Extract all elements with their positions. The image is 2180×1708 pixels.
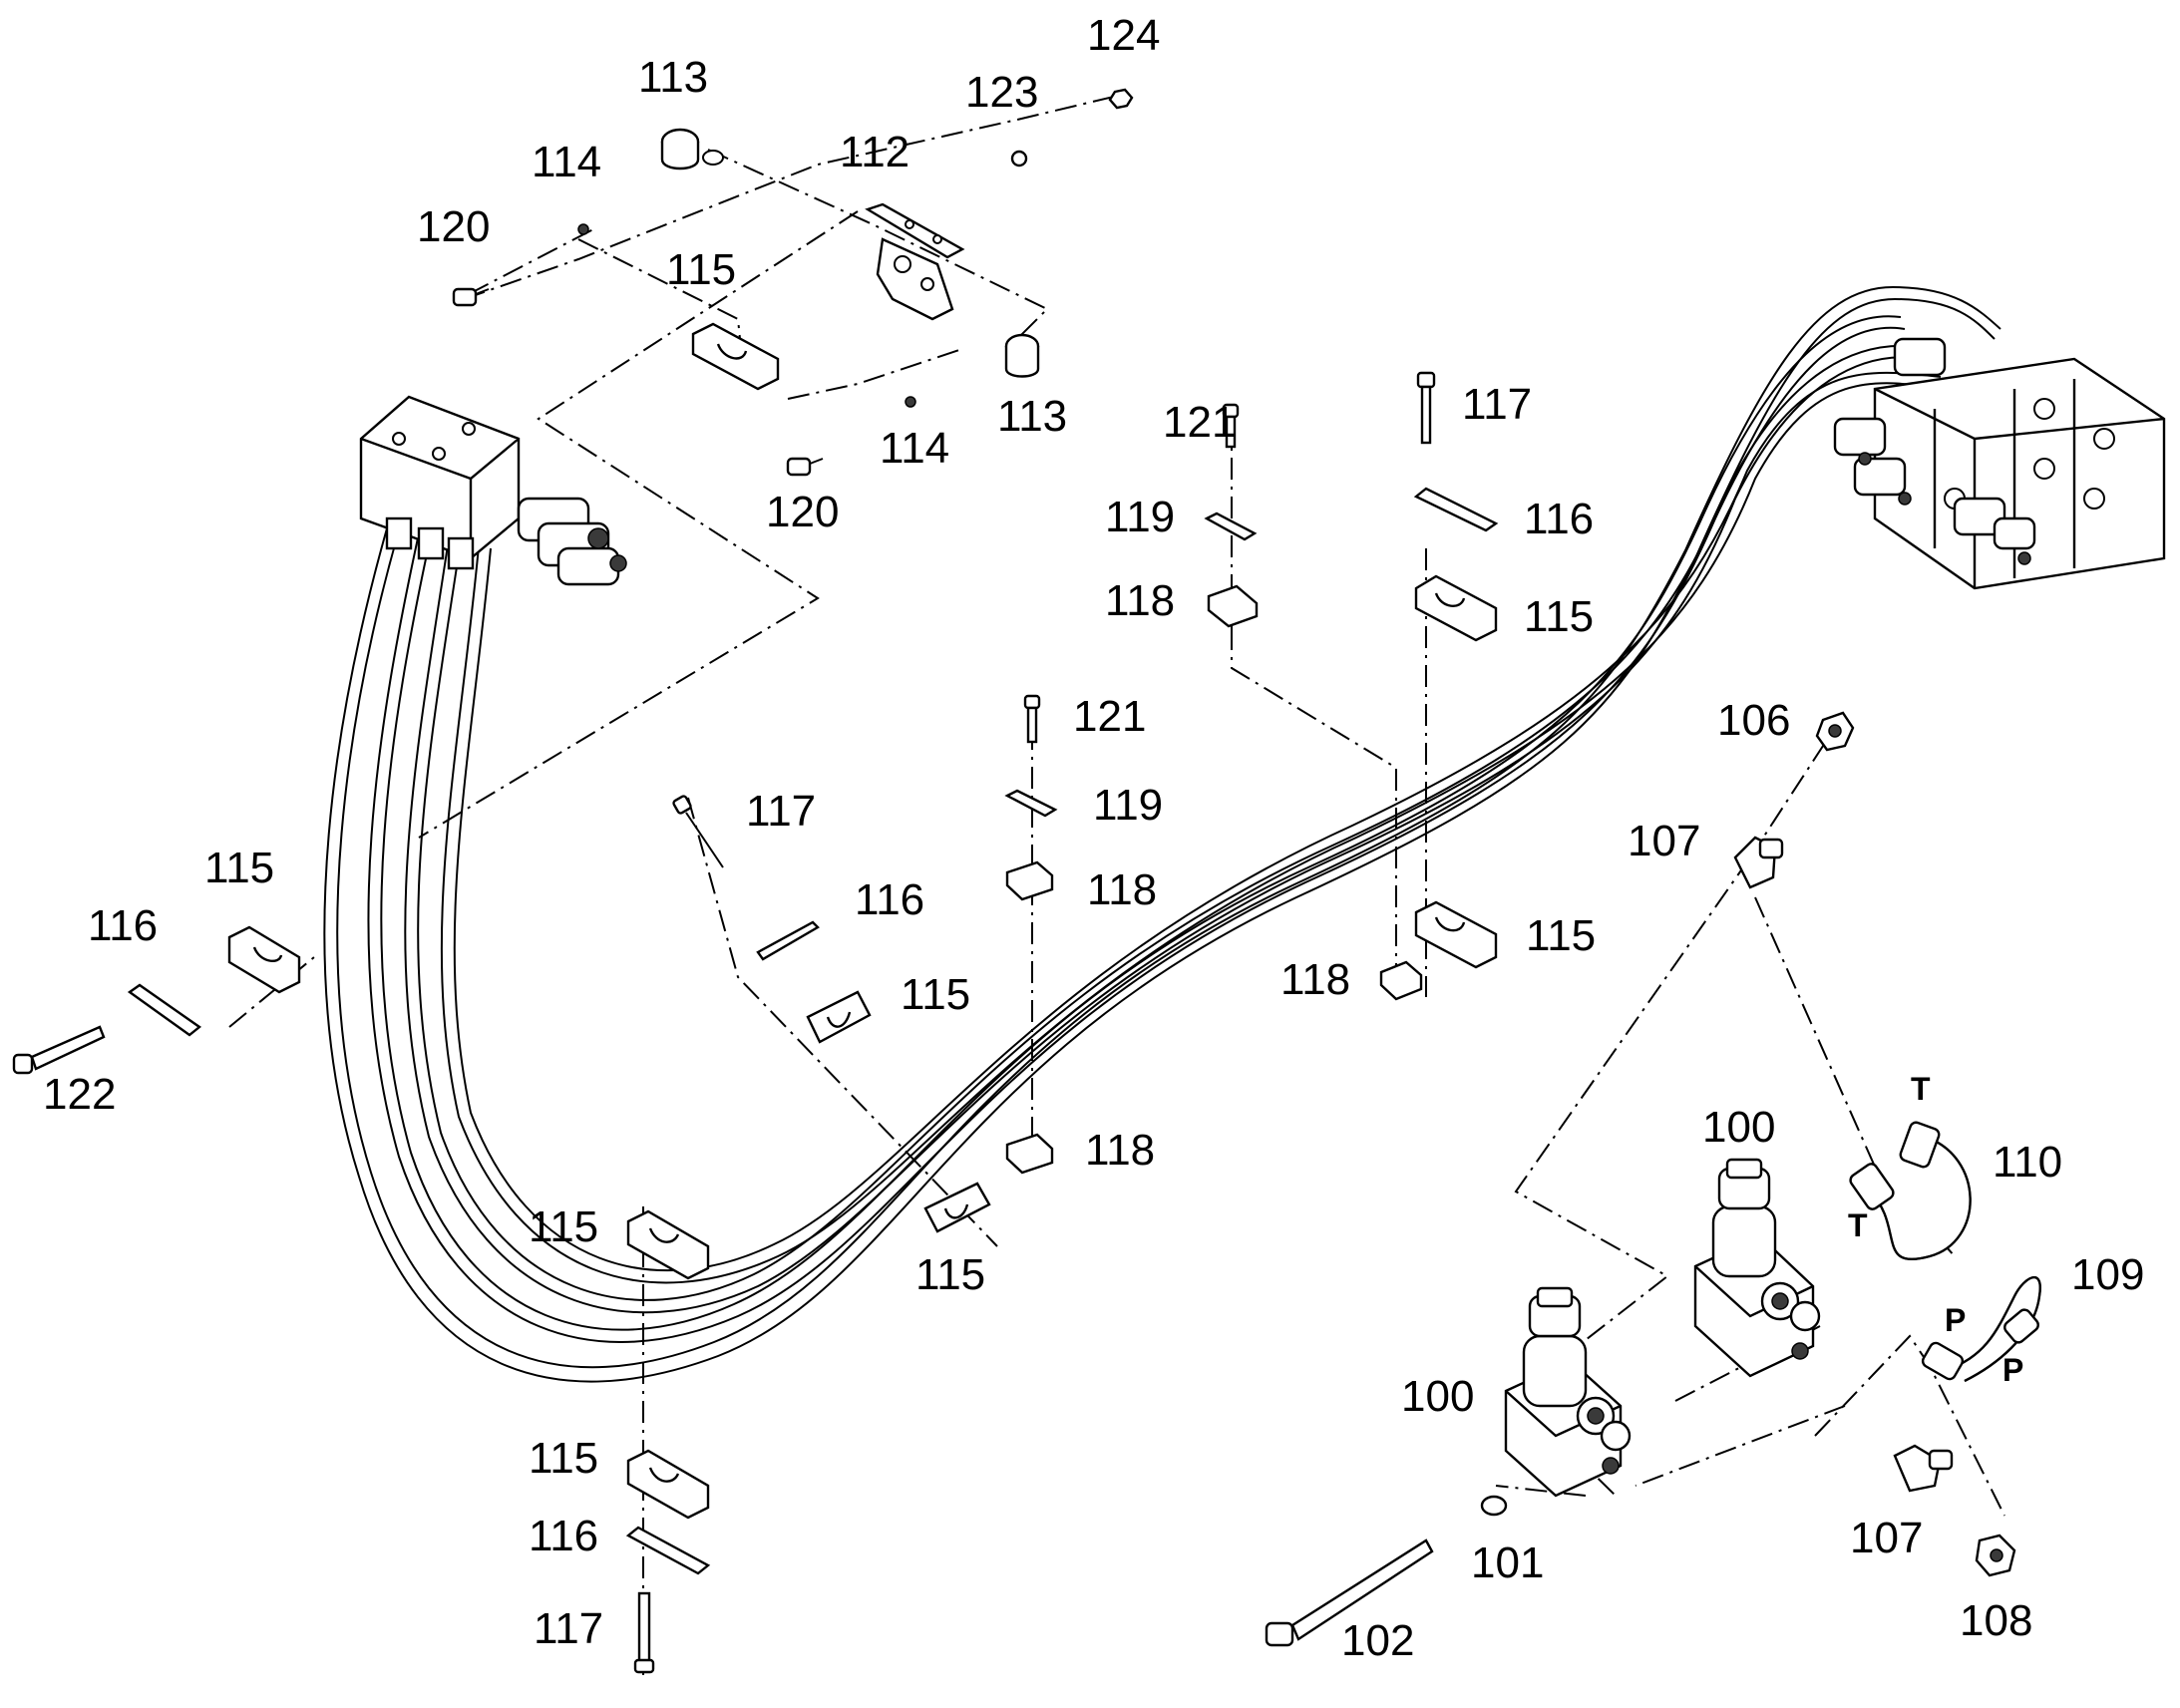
callout-114-top: 114 bbox=[532, 138, 601, 186]
callout-108: 108 bbox=[1960, 1596, 2032, 1645]
screw-120-top bbox=[452, 287, 490, 307]
callout-100-right: 100 bbox=[1702, 1103, 1775, 1152]
solenoid-valve-100-left bbox=[1504, 1286, 1632, 1498]
callout-100-left: 100 bbox=[1401, 1372, 1474, 1421]
callout-115-right-top: 115 bbox=[1524, 592, 1594, 641]
fitting-108 bbox=[1975, 1534, 2016, 1577]
plate-116-right bbox=[1413, 487, 1499, 532]
callout-124: 124 bbox=[1087, 11, 1160, 60]
callout-118-low: 118 bbox=[1085, 1126, 1155, 1175]
callout-107-top: 107 bbox=[1628, 817, 1700, 865]
screw-120-lower bbox=[786, 457, 824, 477]
port-t-top: T bbox=[1911, 1071, 1931, 1107]
callout-115-bottom-b: 115 bbox=[529, 1434, 598, 1483]
callout-115-top: 115 bbox=[666, 245, 736, 294]
clamp-115-left bbox=[227, 925, 301, 994]
callout-121-top: 121 bbox=[1163, 398, 1236, 447]
hydraulic-hose-bundle bbox=[323, 285, 2001, 1383]
callout-116-mid: 116 bbox=[855, 875, 924, 924]
mounting-bracket-112 bbox=[865, 202, 965, 321]
plate-116-mid bbox=[756, 920, 820, 961]
callout-102: 102 bbox=[1341, 1616, 1414, 1665]
clamp-118-c bbox=[1005, 1133, 1054, 1175]
callout-122: 122 bbox=[43, 1070, 116, 1119]
screw-121-a bbox=[1222, 403, 1240, 449]
callout-117-bottom: 117 bbox=[534, 1604, 603, 1653]
clamp-115-mid-a bbox=[806, 990, 872, 1044]
callout-106: 106 bbox=[1717, 696, 1790, 745]
nut-124 bbox=[1108, 88, 1134, 110]
clamp-115-mid-b bbox=[923, 1182, 991, 1233]
callout-112: 112 bbox=[840, 128, 909, 176]
callout-119-mid: 119 bbox=[1093, 781, 1163, 830]
port-p-right: P bbox=[2002, 1352, 2023, 1388]
manifold-block bbox=[359, 395, 627, 586]
callout-107-bottom: 107 bbox=[1850, 1514, 1923, 1562]
bolt-117-right bbox=[1416, 371, 1436, 445]
callout-120-lower: 120 bbox=[766, 488, 839, 536]
washer-114-top bbox=[577, 223, 589, 235]
port-markers: T T P P bbox=[1848, 1071, 2023, 1388]
callout-121-mid: 121 bbox=[1073, 692, 1146, 741]
callout-119-top: 119 bbox=[1105, 493, 1175, 541]
tee-fitting-107-bottom bbox=[1893, 1444, 1954, 1493]
washer-114-lower bbox=[905, 396, 916, 408]
bolt-122 bbox=[12, 1025, 106, 1075]
callout-113-top: 113 bbox=[638, 53, 708, 102]
long-bolt-102 bbox=[1265, 1538, 1434, 1647]
plate-116-bottom bbox=[625, 1526, 711, 1575]
callout-117-right: 117 bbox=[1462, 380, 1532, 429]
fitting-106 bbox=[1815, 711, 1855, 752]
plate-119-a bbox=[1204, 512, 1258, 541]
plate-119-b bbox=[1004, 789, 1058, 818]
callout-labels: 113 124 123 112 114 120 115 113 114 120 … bbox=[43, 11, 2144, 1665]
clamp-118-d bbox=[1379, 960, 1423, 1001]
callout-115-left: 115 bbox=[204, 844, 274, 892]
plate-116-left bbox=[127, 983, 202, 1037]
callout-115-mid-a: 115 bbox=[901, 970, 970, 1019]
callout-123: 123 bbox=[965, 68, 1038, 117]
hose-assembly-109 bbox=[1921, 1275, 2041, 1383]
callout-120-top: 120 bbox=[417, 202, 490, 251]
callout-115-bottom-a: 115 bbox=[529, 1202, 598, 1251]
callout-115-mid-b: 115 bbox=[915, 1250, 985, 1299]
hose-clamp-113-lower bbox=[1004, 333, 1040, 378]
callout-118-top: 118 bbox=[1105, 576, 1175, 625]
callout-116-right: 116 bbox=[1524, 495, 1594, 543]
bolt-117-bottom bbox=[633, 1591, 655, 1674]
screw-121-b bbox=[1023, 694, 1041, 744]
callout-116-bottom: 116 bbox=[529, 1512, 598, 1560]
callout-101: 101 bbox=[1471, 1538, 1544, 1587]
callout-117-mid: 117 bbox=[746, 787, 816, 836]
callout-110: 110 bbox=[1993, 1138, 2062, 1187]
clamp-115-bottom-a bbox=[626, 1209, 710, 1280]
washer-123 bbox=[1010, 150, 1028, 168]
solenoid-valve-100-right bbox=[1693, 1158, 1821, 1378]
callout-118-right: 118 bbox=[1280, 955, 1350, 1004]
clamp-115-right-low bbox=[1414, 900, 1498, 969]
clamp-118-a bbox=[1207, 584, 1259, 628]
hose-assembly-110 bbox=[1849, 1121, 1972, 1261]
port-t-left: T bbox=[1848, 1207, 1868, 1243]
clamp-115-top bbox=[691, 322, 780, 391]
tee-fitting-107-top bbox=[1733, 836, 1784, 889]
control-valve-bank bbox=[1833, 337, 2166, 590]
callout-115-right-low: 115 bbox=[1526, 911, 1596, 960]
callout-114-lower: 114 bbox=[880, 424, 949, 473]
callout-113-lower: 113 bbox=[997, 392, 1067, 441]
callout-118-mid: 118 bbox=[1087, 865, 1157, 914]
clamp-118-b bbox=[1005, 860, 1054, 901]
hose-clamp-113-top bbox=[660, 128, 724, 171]
bolt-117-mid bbox=[672, 795, 724, 868]
port-p-left: P bbox=[1945, 1302, 1966, 1338]
washer-101 bbox=[1480, 1495, 1508, 1517]
clamp-115-right-top bbox=[1414, 574, 1498, 642]
clamp-115-bottom-b bbox=[626, 1449, 710, 1520]
callout-109: 109 bbox=[2071, 1250, 2144, 1299]
callout-116-left: 116 bbox=[88, 901, 158, 950]
